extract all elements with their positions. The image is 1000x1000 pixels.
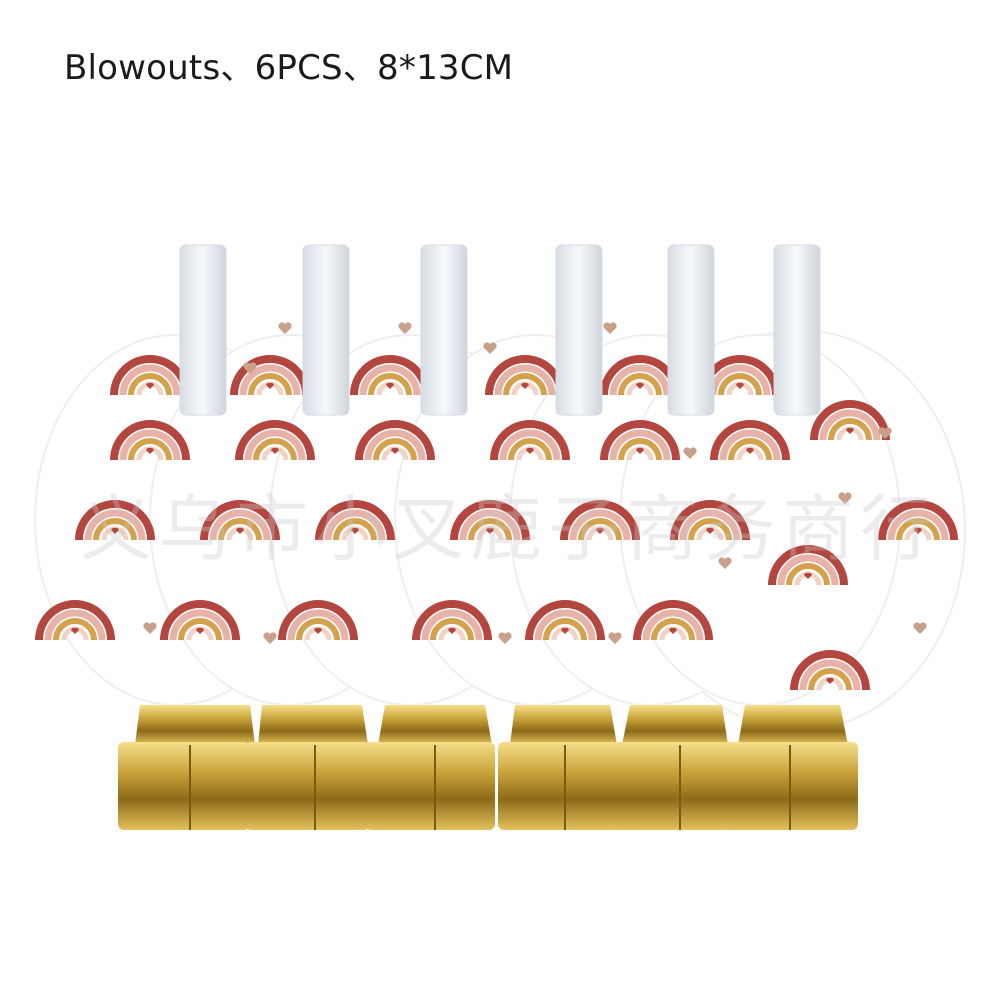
mouthpieces	[179, 244, 821, 416]
gold-foil-rolls	[118, 705, 858, 830]
watermark: 义乌市小叉鹿子商务商行	[80, 487, 939, 571]
product-caption: Blowouts、6PCS、8*13CM	[64, 48, 514, 88]
blowout-group	[34, 322, 954, 706]
